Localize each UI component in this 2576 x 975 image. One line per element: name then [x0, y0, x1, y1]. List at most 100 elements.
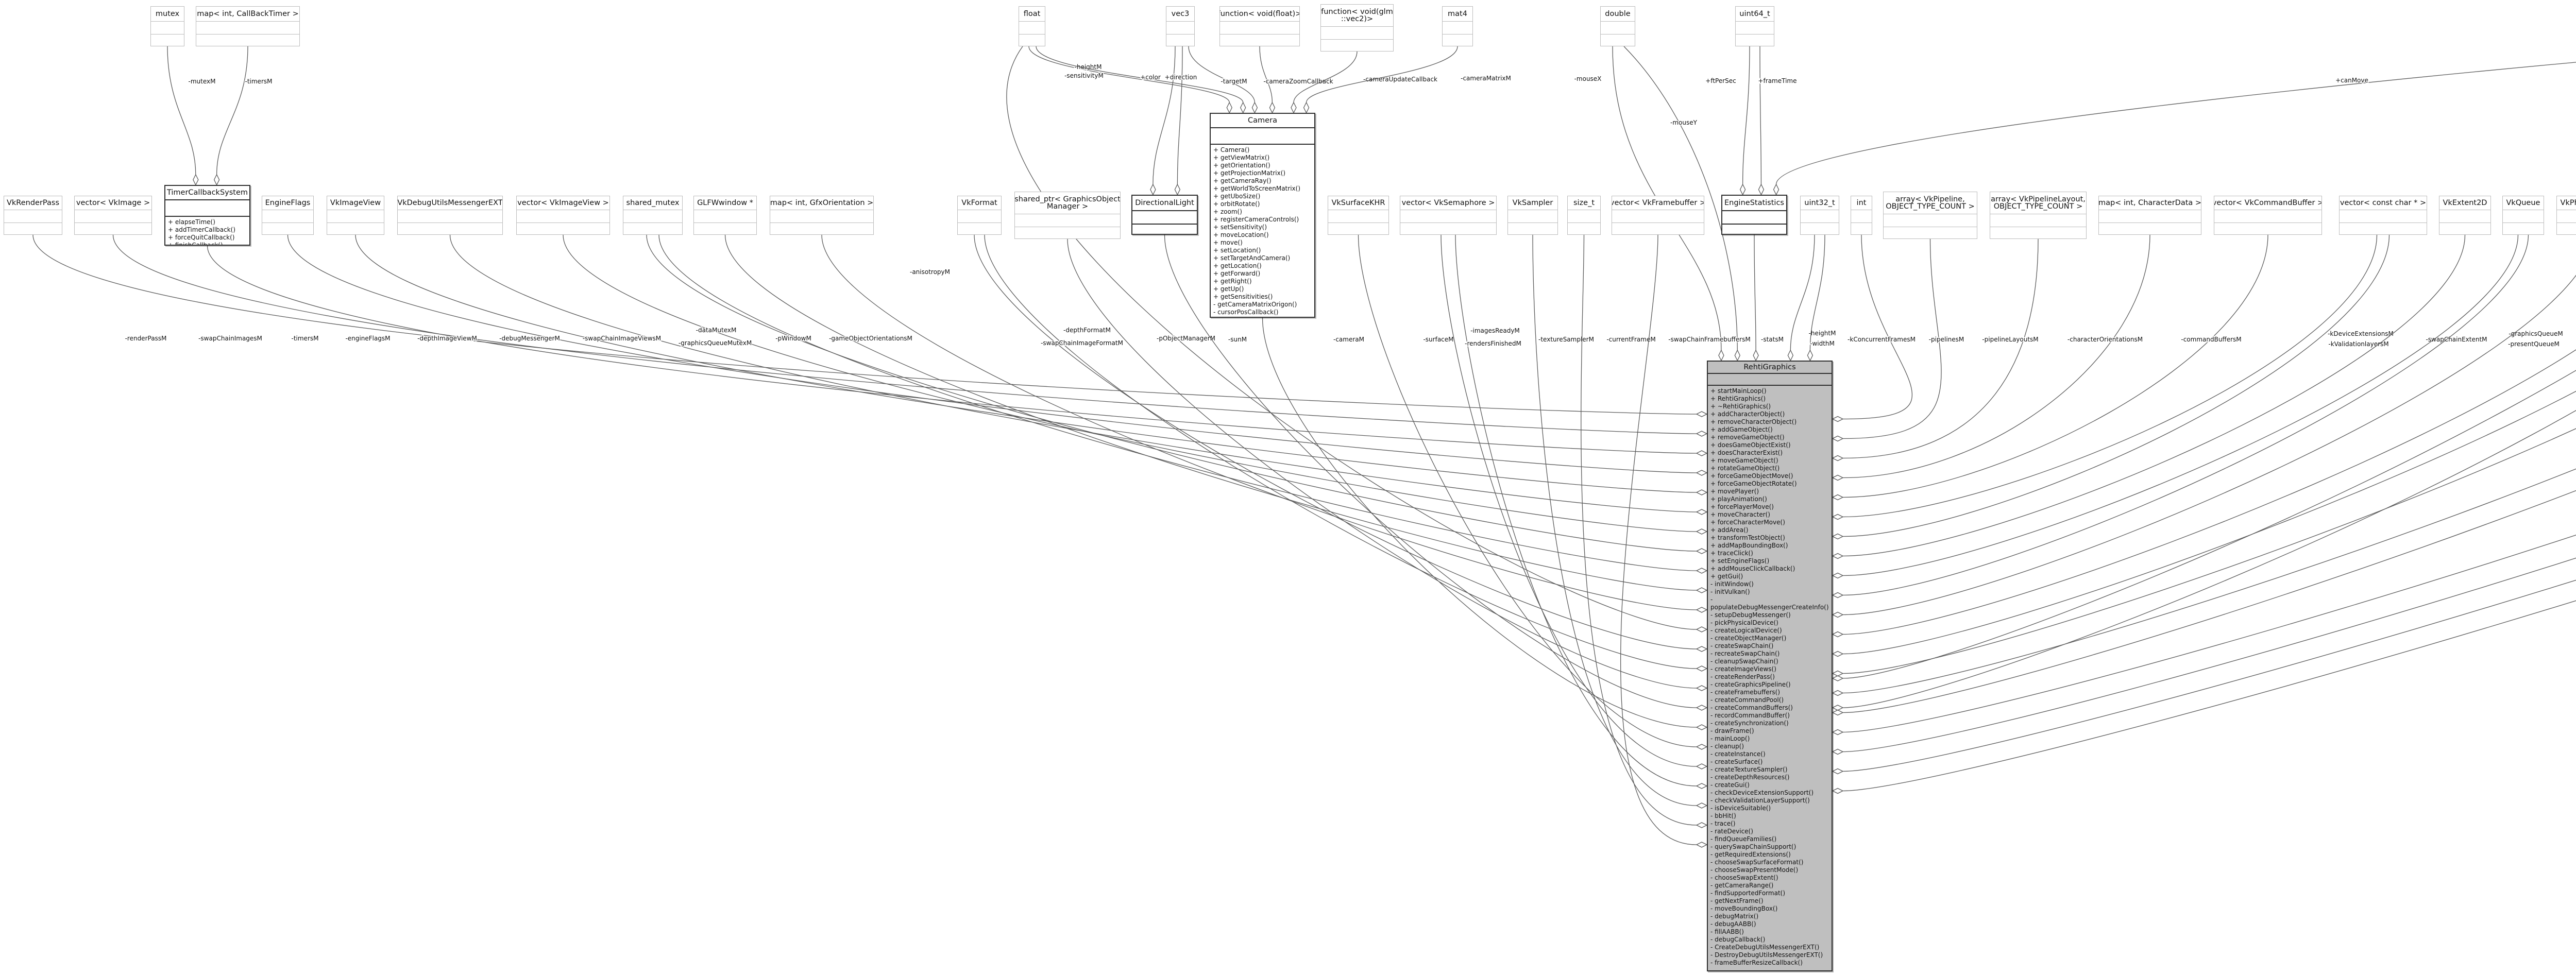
- class-box-directional_light[interactable]: DirectionalLight: [1131, 195, 1198, 235]
- class-box-vk_format[interactable]: VkFormat: [957, 196, 1002, 235]
- class-attributes-engine_statistics: [1722, 211, 1786, 225]
- class-box-size_t[interactable]: size_t: [1567, 196, 1601, 235]
- class-box-map_int_gfxorientation[interactable]: map< int, GfxOrientation >: [770, 196, 874, 235]
- class-attributes-int: [1851, 210, 1872, 223]
- class-box-int[interactable]: int: [1851, 196, 1872, 235]
- method-item: + moveLocation(): [1213, 231, 1269, 238]
- edge-label--characterOrientationsM: -characterOrientationsM: [2067, 336, 2143, 343]
- edge-vk_command_pool-to-central: [1842, 390, 2576, 655]
- class-box-vector_vksemaphore[interactable]: vector< VkSemaphore >: [1400, 196, 1497, 235]
- edge-label--depthFormatM: -depthFormatM: [1063, 327, 1111, 334]
- class-box-timer_callback_system[interactable]: TimerCallbackSystem+ elapseTime()+ addTi…: [164, 185, 250, 246]
- class-box-engine_flags[interactable]: EngineFlags: [262, 196, 314, 235]
- class-box-map_int_characterdata[interactable]: map< int, CharacterData >: [2098, 196, 2201, 235]
- method-item: + forceGameObjectMove(): [1710, 472, 1793, 480]
- class-attributes-vec3: [1166, 22, 1194, 35]
- class-box-central[interactable]: RehtiGraphics+ startMainLoop()+ RehtiGra…: [1707, 361, 1833, 971]
- class-methods-glfwwindow_ptr: [694, 223, 756, 234]
- class-box-vector_vkimageview[interactable]: vector< VkImageView >: [516, 196, 610, 235]
- class-attributes-vk_format: [958, 210, 1001, 223]
- method-item: - drawFrame(): [1710, 727, 1754, 734]
- class-box-vk_render_pass[interactable]: VkRenderPass: [4, 196, 62, 235]
- class-box-camera[interactable]: Camera+ Camera()+ getViewMatrix()+ getOr…: [1210, 113, 1315, 318]
- aggregation-diamond-icon: [1718, 349, 1724, 362]
- class-box-engine_statistics[interactable]: EngineStatistics: [1721, 195, 1787, 235]
- class-box-array_vkpipeline[interactable]: array< VkPipeline, OBJECT_TYPE_COUNT >: [1883, 192, 1977, 239]
- edge-label--cameraM: -cameraM: [1333, 336, 1364, 343]
- aggregation-diamond-icon: [1832, 494, 1844, 501]
- class-attributes-vk_physical_device: [2557, 210, 2576, 223]
- method-item: + setLocation(): [1213, 247, 1261, 254]
- edge-vk_extent2d-to-central: [1842, 234, 2466, 557]
- method-item: + getForward(): [1213, 270, 1261, 277]
- class-box-vk_surface_khr[interactable]: VkSurfaceKHR: [1328, 196, 1389, 235]
- method-item: + getCameraRay(): [1213, 177, 1272, 184]
- edge-label--mouseX: -mouseX: [1574, 75, 1602, 82]
- class-box-float[interactable]: float: [1019, 6, 1045, 46]
- edge-label--depthImageViewM: -depthImageViewM: [417, 335, 477, 342]
- class-box-mutex[interactable]: mutex: [150, 6, 184, 46]
- class-box-double[interactable]: double: [1600, 6, 1635, 46]
- class-box-uint64_t[interactable]: uint64_t: [1735, 6, 1774, 46]
- class-box-vk_physical_device[interactable]: VkPhysicalDevice: [2556, 196, 2576, 235]
- method-item: + moveGameObject(): [1710, 457, 1778, 464]
- edge-vk_render_pass-to-central: [32, 234, 1697, 415]
- aggregation-diamond-icon: [1832, 416, 1844, 422]
- class-box-uint32_t[interactable]: uint32_t: [1800, 196, 1839, 235]
- method-item: - scrollCallback(): [1213, 316, 1312, 317]
- class-attributes-vk_sampler: [1508, 210, 1557, 223]
- class-box-vk_sampler[interactable]: VkSampler: [1507, 196, 1558, 235]
- class-box-shared_ptr_graphics_object_manager[interactable]: shared_ptr< GraphicsObject Manager >: [1014, 192, 1121, 239]
- class-box-vector_vkcommandbuffer[interactable]: vector< VkCommandBuffer >: [2214, 196, 2322, 235]
- class-title-vector_vkimageview: vector< VkImageView >: [517, 196, 609, 210]
- aggregation-diamond-icon: [1832, 514, 1844, 520]
- aggregation-diamond-icon: [1240, 101, 1246, 114]
- method-item: + removeGameObject(): [1710, 434, 1785, 441]
- class-box-vk_debug_utils_messenger_ext[interactable]: VkDebugUtilsMessengerEXT: [397, 196, 503, 235]
- class-box-vk_extent2d[interactable]: VkExtent2D: [2439, 196, 2491, 235]
- aggregation-diamond-icon: [1696, 646, 1708, 652]
- class-box-vk_image_view[interactable]: VkImageView: [327, 196, 384, 235]
- class-box-fn_void_float[interactable]: function< void(float)>: [1219, 6, 1300, 46]
- class-methods-vk_render_pass: [4, 223, 62, 234]
- method-item: - debugMatrix(): [1710, 913, 1759, 920]
- class-box-mat4[interactable]: mat4: [1442, 6, 1473, 46]
- method-item: - DestroyDebugUtilsMessengerEXT(): [1710, 951, 1823, 959]
- edge-array_vkpipeline-to-central: [1842, 238, 1942, 439]
- class-attributes-map_int_gfxorientation: [770, 210, 873, 223]
- class-methods-vk_format: [958, 223, 1001, 234]
- method-item: - getRequiredExtensions(): [1710, 851, 1791, 858]
- class-box-vec3[interactable]: vec3: [1166, 6, 1195, 46]
- edge-vk_format-to-central: [984, 234, 1697, 669]
- method-item: - createCommandPool(): [1710, 696, 1784, 704]
- class-title-mutex: mutex: [151, 7, 184, 22]
- method-item: - chooseSwapSurfaceFormat(): [1710, 859, 1804, 866]
- class-attributes-shared_ptr_graphics_object_manager: [1015, 214, 1120, 227]
- class-box-vector_vkframebuffer[interactable]: vector< VkFramebuffer >: [1612, 196, 1704, 235]
- class-box-shared_mutex[interactable]: shared_mutex: [623, 196, 683, 235]
- edge-mutex-to-timer_callback_system: [167, 46, 196, 175]
- edge-label--debugMessengerM: -debugMessengerM: [499, 335, 560, 342]
- class-box-array_vkpipelinelayout[interactable]: array< VkPipelineLayout, OBJECT_TYPE_COU…: [1990, 192, 2087, 239]
- class-box-fn_void_glm_vec2[interactable]: function< void(glm ::vec2)>: [1320, 4, 1394, 52]
- edge-label--swapChainFramebuffersM: -swapChainFramebuffersM: [1668, 336, 1750, 343]
- class-box-vk_queue[interactable]: VkQueue: [2502, 196, 2544, 235]
- aggregation-diamond-icon: [1696, 431, 1708, 437]
- class-box-vector_const_char[interactable]: vector< const char * >: [2339, 196, 2427, 235]
- aggregation-diamond-icon: [1696, 822, 1708, 828]
- class-title-map_int_characterdata: map< int, CharacterData >: [2099, 196, 2201, 210]
- class-box-glfwwindow_ptr[interactable]: GLFWwindow *: [693, 196, 757, 235]
- aggregation-diamond-icon: [1787, 349, 1794, 362]
- edge-vec3-to-directional_light: [1153, 46, 1176, 185]
- class-box-vector_vkimage[interactable]: vector< VkImage >: [74, 196, 152, 235]
- method-item: - createGraphicsPipeline(): [1710, 681, 1791, 688]
- edge-label--canMove: +canMove: [2335, 77, 2368, 84]
- method-item: - rateDevice(): [1710, 828, 1753, 835]
- class-box-map_int_callbacktimer[interactable]: map< int, CallBackTimer >: [196, 6, 300, 46]
- edge-label--presentQueueM: -presentQueueM: [2508, 340, 2560, 348]
- edge-timer_callback_system-to-central: [207, 245, 1697, 454]
- edge-label--mutexM: -mutexM: [189, 78, 216, 85]
- class-methods-mat4: [1443, 35, 1472, 46]
- class-methods-timer_callback_system: + elapseTime()+ addTimerCallback()+ forc…: [165, 217, 249, 245]
